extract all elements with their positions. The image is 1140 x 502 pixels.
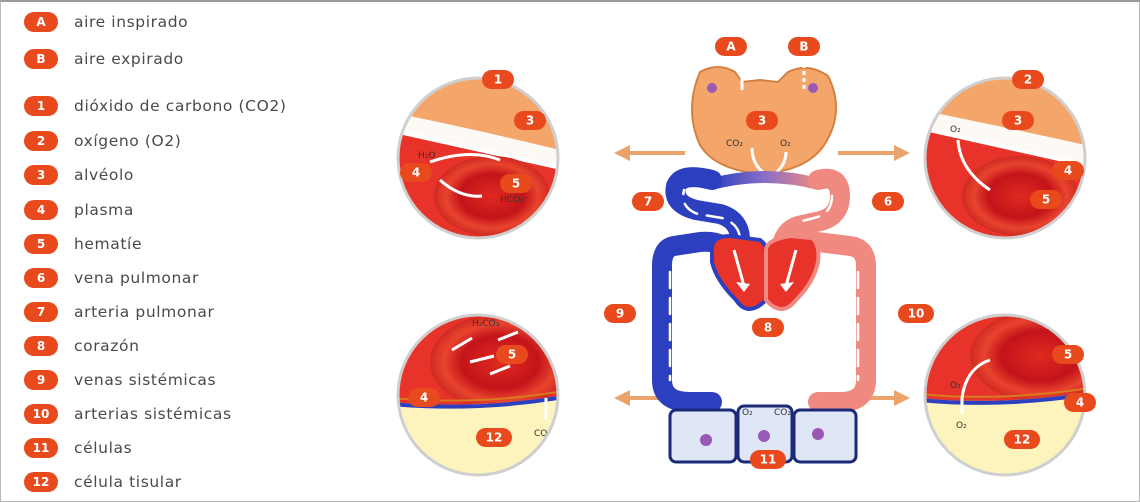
badge-6: 6 <box>872 192 904 211</box>
badge-12-bl: 12 <box>476 428 512 447</box>
badge-12-br: 12 <box>1004 430 1040 449</box>
svg-text:5: 5 <box>508 348 516 362</box>
badge-4-tr: 4 <box>1052 161 1084 180</box>
zoom-lung-o2: O₂ <box>920 70 1093 250</box>
svg-text:8: 8 <box>764 321 772 335</box>
badge-8: 8 <box>752 318 784 337</box>
hco3-label: HCO₃⁻ <box>500 195 529 205</box>
badge-9: 9 <box>604 304 636 323</box>
svg-text:A: A <box>726 40 736 54</box>
svg-text:4: 4 <box>420 391 428 405</box>
badge-7: 7 <box>632 192 664 211</box>
o2-label: O₂ <box>742 408 753 418</box>
svg-text:1: 1 <box>494 73 502 87</box>
svg-text:5: 5 <box>1042 193 1050 207</box>
badge-5-bl: 5 <box>496 345 528 364</box>
svg-text:11: 11 <box>760 453 777 467</box>
badge-5-tr: 5 <box>1030 190 1062 209</box>
svg-text:5: 5 <box>1064 348 1072 362</box>
svg-text:9: 9 <box>616 307 624 321</box>
zoom-lung-co2: H₂O HCO₃⁻ CO₂ <box>390 70 579 250</box>
svg-text:4: 4 <box>1064 164 1072 178</box>
co2-label: CO₂ <box>774 408 791 418</box>
svg-text:12: 12 <box>1014 433 1031 447</box>
svg-text:B: B <box>799 40 808 54</box>
svg-text:12: 12 <box>486 431 503 445</box>
svg-text:6: 6 <box>884 195 892 209</box>
svg-text:4: 4 <box>412 166 420 180</box>
badge-1: 1 <box>482 70 514 89</box>
badge-2: 2 <box>1012 70 1044 89</box>
badge-5-tl: 5 <box>500 174 532 193</box>
badge-4-bl: 4 <box>408 388 440 407</box>
badge-3-center: 3 <box>746 111 778 130</box>
svg-text:3: 3 <box>1014 114 1022 128</box>
o2-label: O₂ <box>956 421 967 431</box>
svg-text:3: 3 <box>758 114 766 128</box>
h2co3-label: H₂CO₃ <box>472 319 500 329</box>
badge-4-br: 4 <box>1064 393 1096 412</box>
svg-text:4: 4 <box>1076 396 1084 410</box>
badge-b: B <box>788 37 820 56</box>
heart <box>712 236 818 309</box>
badge-3-left: 3 <box>514 111 546 130</box>
badge-4-tl: 4 <box>400 163 432 182</box>
badge-10: 10 <box>898 304 934 323</box>
o2-label: O₂ <box>950 381 961 391</box>
co2-label: CO₂ <box>726 139 743 149</box>
svg-text:3: 3 <box>526 114 534 128</box>
svg-text:2: 2 <box>1024 73 1032 87</box>
svg-text:5: 5 <box>512 177 520 191</box>
pulmonary-capillary <box>712 171 818 190</box>
co2-label: CO₂ <box>562 121 579 131</box>
svg-text:7: 7 <box>644 195 652 209</box>
o2-label: O₂ <box>950 125 961 135</box>
badge-5-br: 5 <box>1052 345 1084 364</box>
h2o-label: H₂O <box>418 151 435 161</box>
o2-label: O₂ <box>780 139 791 149</box>
badge-3-right: 3 <box>1002 111 1034 130</box>
svg-text:10: 10 <box>908 307 925 321</box>
badge-a: A <box>715 37 747 56</box>
badge-11: 11 <box>750 450 786 469</box>
